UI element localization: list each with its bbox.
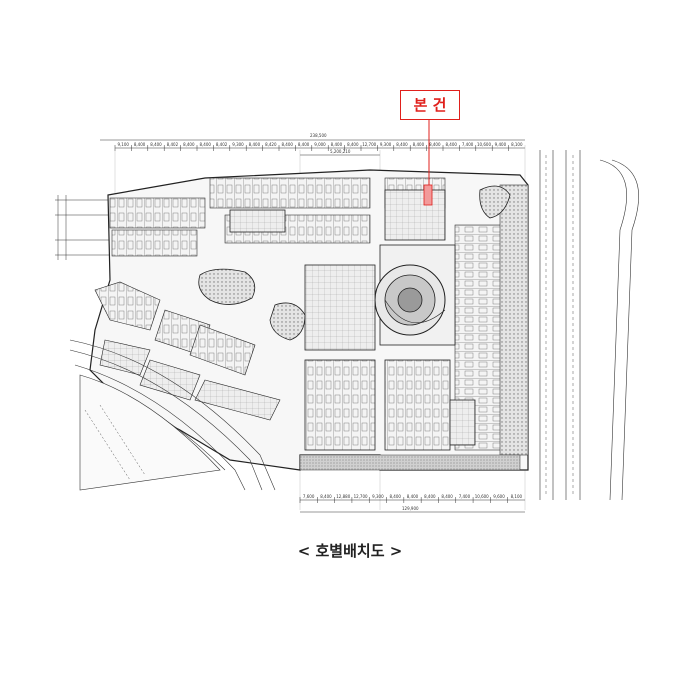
dimension-label: 7,400: [462, 142, 474, 147]
parking-left-side: [111, 229, 198, 257]
plaza-shape-3: [479, 185, 511, 219]
bottom-total-dimension: 129,900: [402, 506, 419, 511]
dimension-label: 12,700: [362, 142, 376, 147]
dimension-label: 8,420: [265, 142, 277, 147]
dimension-label: 8,402: [167, 142, 179, 147]
stadium-area: [79, 374, 221, 491]
parking-top-left: [109, 197, 206, 229]
dimension-label: 8,400: [413, 142, 425, 147]
right-road-dashes: [545, 155, 574, 495]
dimension-label: 8,400: [134, 142, 146, 147]
dimension-label: 8,400: [347, 142, 359, 147]
dimension-label: 9,300: [380, 142, 392, 147]
dimension-label: 9,400: [495, 142, 507, 147]
dimension-label: 8,400: [445, 142, 457, 147]
dimension-label: 9,300: [232, 142, 244, 147]
dimension-label: 12,880: [336, 494, 350, 499]
dimension-label: 8,400: [199, 142, 211, 147]
top-dimension-lines: [100, 139, 525, 156]
dimension-label: 8,400: [249, 142, 261, 147]
block-right-a: [384, 359, 451, 451]
parking-top-mid: [209, 177, 371, 209]
block-center-b: [304, 359, 376, 451]
right-hatched-edge: [499, 184, 529, 456]
highlighted-unit: [423, 184, 433, 206]
dimension-label: 10,600: [475, 494, 489, 499]
dimension-label: 7,400: [459, 494, 471, 499]
dimension-label: 8,400: [150, 142, 162, 147]
subject-unit-label: 본 건: [400, 90, 460, 120]
dimension-label: 8,100: [511, 142, 523, 147]
dimension-label: 8,400: [441, 494, 453, 499]
dimension-label: 10,600: [477, 142, 491, 147]
core-block-top: [229, 209, 286, 233]
dimension-label: 9,100: [117, 142, 129, 147]
ramp-arc: [384, 299, 446, 324]
top-segment-labels: 9,100 8,400 8,400 8,402 8,400 8,400 8,402 9,300…: [117, 142, 523, 147]
core-block-bottom: [449, 399, 476, 446]
bottom-dimension-lines: [299, 497, 525, 513]
dimension-label: 8,400: [281, 142, 293, 147]
left-dimension-lines: [55, 195, 110, 260]
dimension-label: 8,400: [331, 142, 343, 147]
top-sub-dimension: 5,200,210: [330, 149, 351, 154]
ramp-inner: [397, 287, 423, 313]
bottom-segment-labels: 7,600 8,400 12,880 12,700 9,300 8,400 8,400 8,4…: [303, 494, 523, 499]
block-right-b: [384, 189, 446, 241]
top-total-dimension: 238,500: [310, 133, 327, 138]
dimension-label: 8,400: [424, 494, 436, 499]
dimension-label: 8,400: [320, 494, 332, 499]
dimension-label: 8,400: [389, 494, 401, 499]
dimension-label: 8,400: [183, 142, 195, 147]
dimension-label: 8,100: [511, 494, 523, 499]
bottom-hatch: [299, 454, 521, 471]
block-center-a: [304, 264, 376, 351]
dimension-label: 9,600: [493, 494, 505, 499]
road-dashes: [84, 404, 146, 481]
dimension-label: 12,700: [354, 494, 368, 499]
dimension-label: 9,300: [372, 494, 384, 499]
dimension-label: 9,000: [314, 142, 326, 147]
plaza-shape-2: [269, 302, 306, 341]
plaza-shape-1: [198, 268, 256, 305]
dimension-label: 8,400: [429, 142, 441, 147]
dimension-label: 8,400: [407, 494, 419, 499]
caption: < 호별배치도 >: [297, 542, 403, 560]
dimension-label: 8,400: [396, 142, 408, 147]
right-road: [539, 150, 639, 501]
dimension-label: 8,402: [216, 142, 228, 147]
dimension-label: 7,600: [303, 494, 315, 499]
dimension-label: 8,400: [298, 142, 310, 147]
